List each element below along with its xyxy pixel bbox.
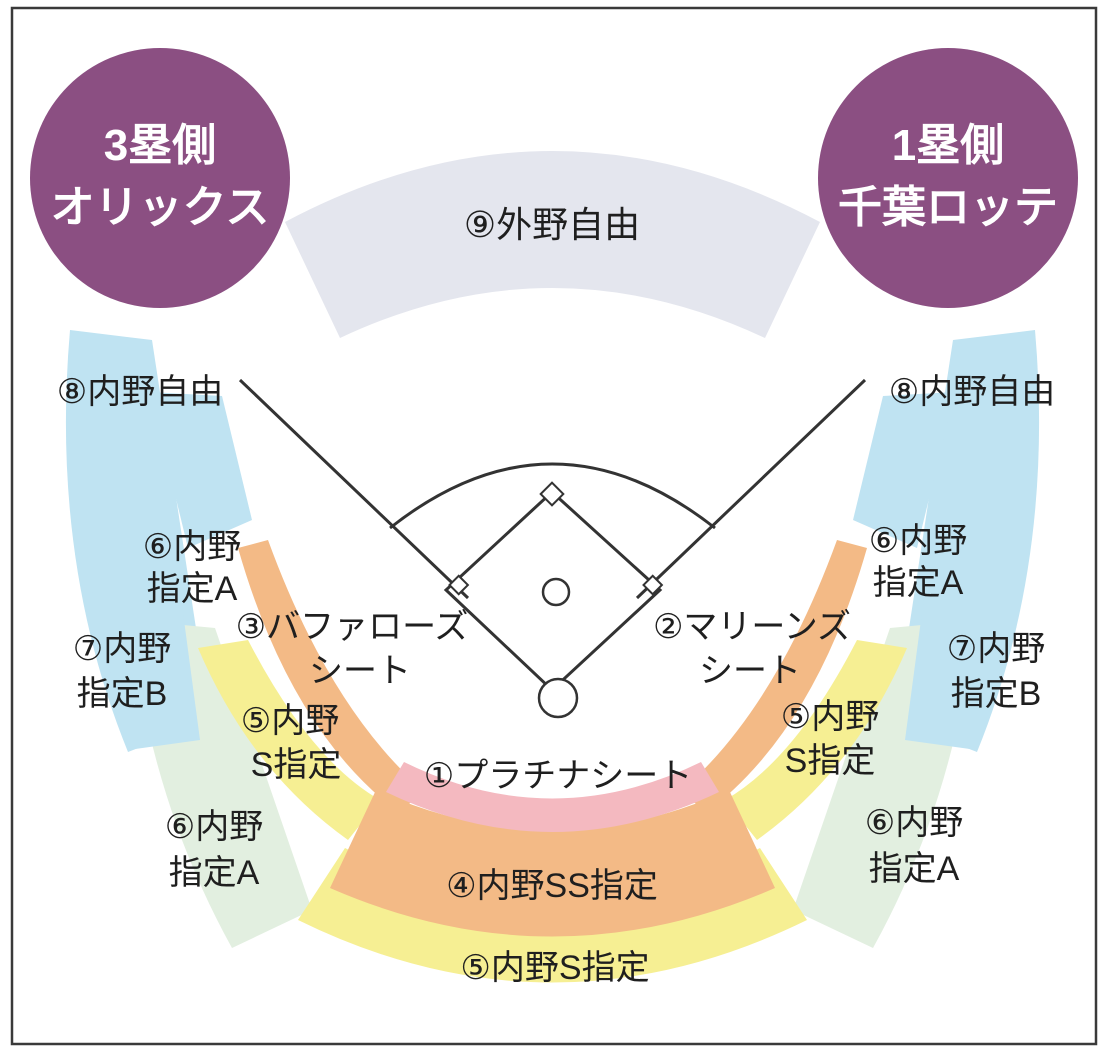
label-designated-a-lower-left-1: ⑥内野 [165,808,263,846]
label-s-designated-left-1: ⑤内野 [241,702,339,740]
section-marines-seat-band[interactable] [680,540,867,812]
badge-third-base: 3塁側 オリックス [30,48,290,308]
label-designated-b-left-1: ⑦内野 [73,630,171,668]
label-s-designated-right-1: ⑤内野 [781,698,879,736]
label-designated-a-upper-left-1: ⑥内野 [143,528,241,566]
label-s-designated-right-2: S指定 [785,742,876,780]
chart-frame [10,6,1098,1046]
home-plate-circle [537,677,579,719]
label-designated-a-upper-right-2: 指定A [873,564,964,602]
badge-third-base-line1: 3塁側 [104,121,216,170]
section-designated-b-left[interactable] [92,590,200,750]
label-designated-b-right-2: 指定B [951,675,1042,713]
second-base [539,481,565,507]
outfield-arc [389,462,716,530]
label-buffaloes-seat-1: ③バファローズ [236,608,469,646]
section-platinum-seat[interactable] [386,762,719,832]
label-designated-a-upper-left-2: 指定A [147,570,238,608]
foul-line-right [635,378,867,600]
badge-third-base-line2: オリックス [51,183,270,232]
badge-first-base-line1: 1塁側 [892,121,1004,170]
section-infield-free-left-upper[interactable] [150,392,252,548]
label-designated-b-left-2: 指定B [77,675,168,713]
label-outfield-free: ⑨外野自由 [464,204,640,245]
label-designated-a-upper-right-1: ⑥内野 [869,522,967,560]
section-buffaloes-seat-band[interactable] [238,540,425,812]
label-designated-a-lower-right-1: ⑥内野 [865,804,963,842]
pitchers-mound [541,577,571,607]
label-s-designated-left-2: S指定 [251,746,342,784]
label-designated-a-lower-right-2: 指定A [869,850,960,888]
label-infield-free-right: ⑧内野自由 [889,373,1055,411]
section-s-designated-left-area[interactable] [198,640,380,840]
badge-first-base-circle [818,48,1078,308]
first-base [642,574,664,596]
section-infield-free-right-upper[interactable] [853,392,955,548]
foul-line-left [238,378,470,600]
badge-third-base-circle [30,48,290,308]
badge-first-base-line2: 千葉ロッテ [838,183,1058,232]
section-s-designated-right-area[interactable] [725,640,907,840]
label-infield-free-left: ⑧内野自由 [57,373,223,411]
label-marines-seat-2: シート [699,652,801,690]
section-ss-designated[interactable] [330,790,775,937]
label-designated-b-right-1: ⑦内野 [947,630,1045,668]
label-buffaloes-seat-2: シート [309,652,411,690]
label-ss-designated: ④内野SS指定 [446,867,658,905]
label-marines-seat-1: ②マリーンズ [653,608,851,646]
label-designated-a-lower-left-2: 指定A [169,854,260,892]
third-base [448,574,470,596]
section-outfield-free[interactable] [285,151,820,338]
section-designated-b-right[interactable] [905,590,1013,750]
label-s-designated-bottom: ⑤内野S指定 [460,949,649,987]
label-platinum-seat: ①プラチナシート [424,757,692,795]
badge-first-base: 1塁側 千葉ロッテ [818,48,1078,308]
